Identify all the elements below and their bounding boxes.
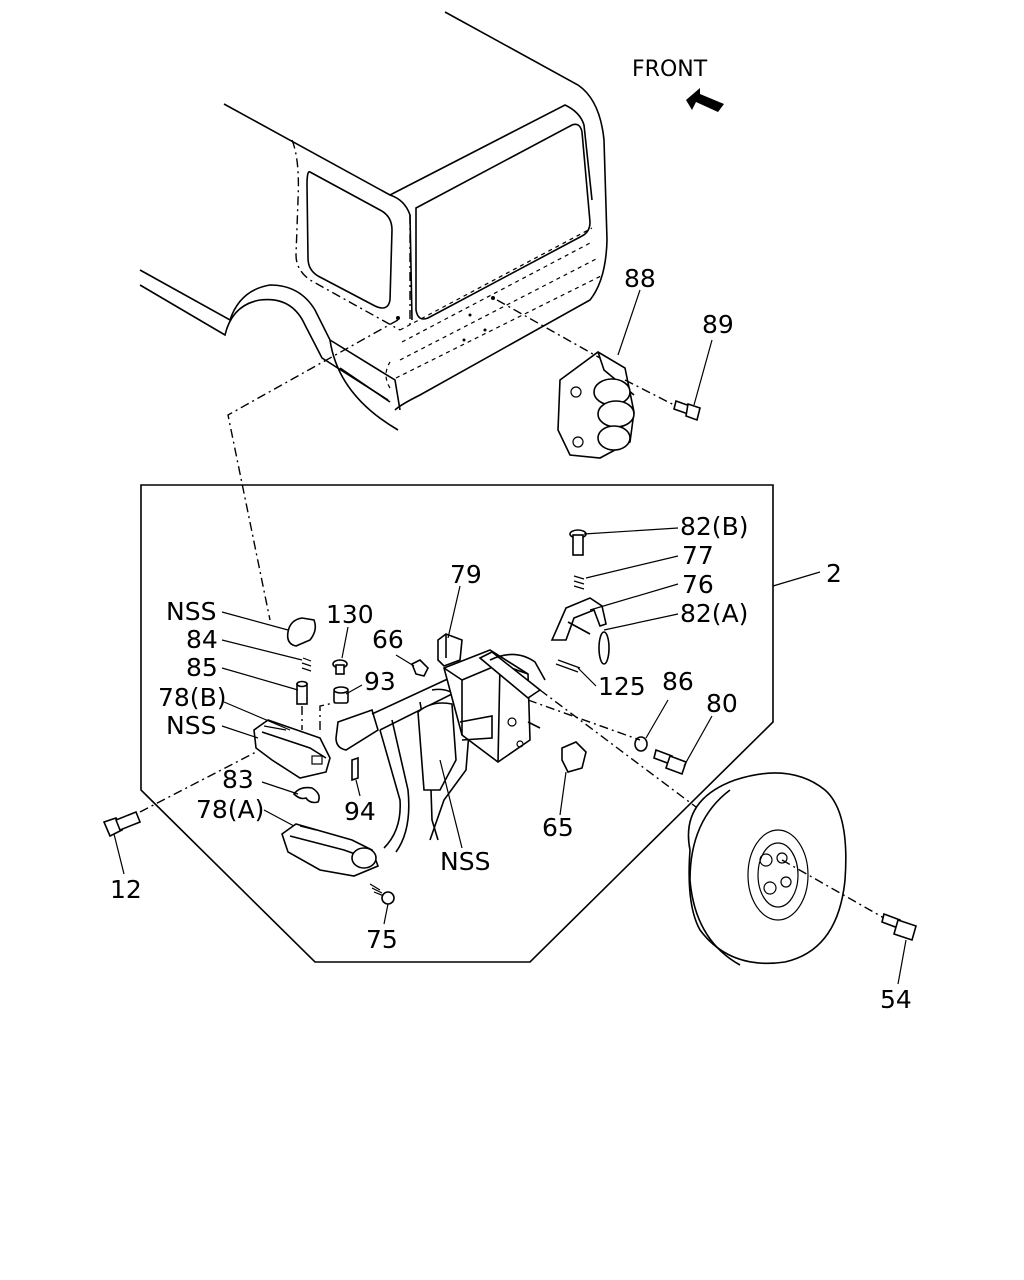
callout-78b: 78(B)	[158, 683, 226, 712]
callout-89: 89	[702, 310, 734, 339]
bolt-12	[102, 810, 142, 838]
callout-82a: 82(A)	[680, 599, 748, 628]
callout-83: 83	[222, 765, 254, 794]
front-label: FRONT	[632, 57, 708, 82]
front-arrow-icon	[686, 88, 724, 112]
nut-93	[333, 686, 349, 704]
spring-77	[573, 575, 585, 590]
bolt-80	[653, 748, 688, 776]
key-125	[555, 659, 581, 673]
spare-tire	[687, 772, 847, 966]
washer-86	[634, 736, 648, 752]
clip-66	[410, 659, 429, 677]
callout-nss-frame: NSS	[440, 847, 490, 876]
bracket-79	[437, 633, 463, 667]
assembly-2-boundary	[140, 484, 774, 963]
cap-nss	[286, 617, 317, 647]
latch-78b	[253, 719, 331, 779]
spring-84	[301, 657, 312, 672]
callout-nss-latch: NSS	[166, 711, 216, 740]
handle-76	[550, 597, 607, 641]
callout-75: 75	[366, 925, 398, 954]
callout-nss-cap: NSS	[166, 597, 216, 626]
callout-65: 65	[542, 813, 574, 842]
callout-66: 66	[372, 625, 404, 654]
callout-78a: 78(A)	[196, 795, 264, 824]
callout-84: 84	[186, 625, 218, 654]
pin-85	[296, 680, 308, 705]
callout-79: 79	[450, 560, 482, 589]
callout-82b: 82(B)	[680, 512, 748, 541]
callout-130: 130	[326, 600, 374, 629]
bolt-89	[673, 399, 701, 422]
callout-85: 85	[186, 653, 218, 682]
pin-94	[351, 756, 359, 782]
hinge-bracket-88	[557, 351, 635, 459]
callout-125: 125	[598, 672, 646, 701]
callout-77: 77	[682, 541, 714, 570]
callout-80: 80	[706, 689, 738, 718]
callout-76: 76	[682, 570, 714, 599]
ring-83	[292, 786, 320, 804]
callout-88: 88	[624, 264, 656, 293]
leader-lines	[113, 289, 907, 985]
screw-75	[369, 883, 395, 905]
bolt-54	[881, 912, 917, 942]
pin-82b	[569, 529, 587, 556]
callout-2: 2	[826, 559, 842, 588]
callout-86: 86	[662, 667, 694, 696]
callout-12: 12	[110, 875, 142, 904]
callout-93: 93	[364, 667, 396, 696]
latch-78a	[281, 823, 380, 877]
screw-130	[332, 659, 348, 675]
callout-54: 54	[880, 985, 912, 1014]
pin-82a	[598, 631, 610, 665]
vehicle-body	[139, 11, 608, 431]
bumper-65	[561, 741, 587, 773]
callout-94: 94	[344, 797, 376, 826]
